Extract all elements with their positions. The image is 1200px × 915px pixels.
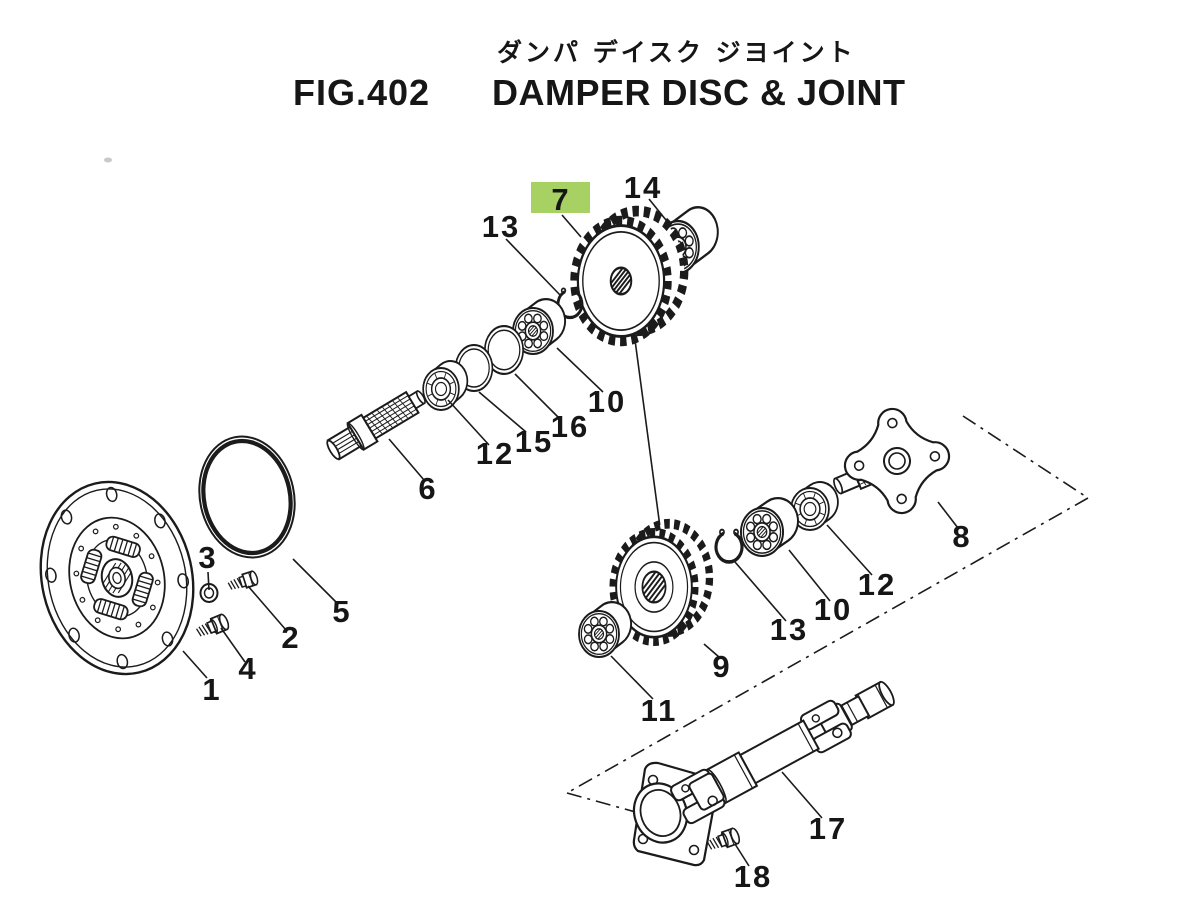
- part-label-9[interactable]: 9: [712, 649, 731, 684]
- part-label-5[interactable]: 5: [332, 594, 351, 629]
- snap-ring-13-lower: [714, 527, 744, 564]
- part-label-12-lower[interactable]: 12: [858, 567, 896, 602]
- figure-number: FIG.402: [293, 72, 431, 113]
- part-label-13-lower[interactable]: 13: [770, 612, 808, 647]
- damper-springs: [80, 535, 154, 621]
- part-label-17[interactable]: 17: [809, 811, 847, 846]
- part-label-12-upper[interactable]: 12: [476, 436, 514, 471]
- bolt-2: [227, 570, 259, 590]
- damper-disc-1: [39, 480, 195, 676]
- part-label-7-highlighted[interactable]: 7: [551, 182, 570, 217]
- leader-lines: [182, 198, 959, 867]
- part-label-16[interactable]: 16: [551, 409, 589, 444]
- washer-3: [199, 583, 219, 603]
- joint-shaft-17: [632, 680, 895, 867]
- part-label-13-upper[interactable]: 13: [482, 209, 520, 244]
- input-shaft-6: [326, 390, 426, 461]
- bearing-10-lower: [739, 497, 799, 558]
- part-label-10-upper[interactable]: 10: [588, 384, 626, 419]
- scan-speck: [104, 157, 112, 163]
- o-ring-5: [198, 435, 296, 559]
- seal-12-upper: [422, 360, 469, 411]
- gear-alignment-line: [634, 339, 661, 528]
- part-label-8[interactable]: 8: [952, 519, 971, 554]
- part-label-2[interactable]: 2: [281, 620, 300, 655]
- bolt-4: [195, 613, 230, 637]
- bearing-10-upper: [511, 298, 567, 356]
- flange-yoke-8: [833, 407, 951, 515]
- part-label-18[interactable]: 18: [734, 859, 772, 894]
- gear-9: [613, 524, 709, 641]
- part-label-3[interactable]: 3: [198, 540, 217, 575]
- figure-title-japanese: ダンパ デイスク ジヨイント: [497, 38, 856, 67]
- bearing-11: [577, 601, 633, 659]
- part-label-6[interactable]: 6: [418, 471, 437, 506]
- seal-12-lower: [790, 481, 839, 531]
- part-label-1[interactable]: 1: [202, 672, 221, 707]
- part-label-15[interactable]: 15: [515, 424, 553, 459]
- part-label-10-lower[interactable]: 10: [814, 592, 852, 627]
- gear-7: [574, 211, 684, 341]
- callout-labels: 1 2 3 4 5 6 7 8 9 10 10 11 12 12 13 13 1…: [198, 170, 971, 894]
- part-label-4[interactable]: 4: [238, 651, 257, 686]
- figure-title-english: DAMPER DISC & JOINT: [492, 72, 906, 113]
- part-label-11[interactable]: 11: [641, 693, 678, 728]
- part-label-14[interactable]: 14: [624, 170, 662, 205]
- highlight-box-part-7[interactable]: [531, 182, 590, 213]
- bolt-18: [706, 827, 741, 850]
